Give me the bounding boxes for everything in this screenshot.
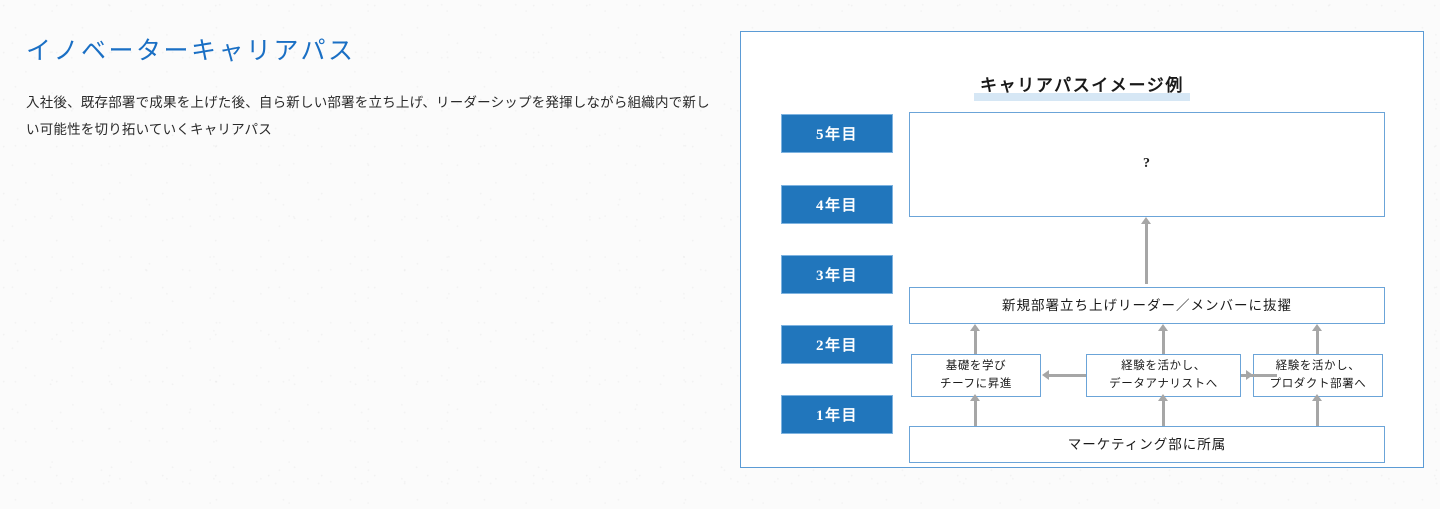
box-future-open: ?: [909, 112, 1385, 217]
year-chip-4: 4年目: [781, 185, 893, 224]
box-year3-promotion: 新規部署立ち上げリーダー／メンバーに抜擢: [909, 287, 1385, 324]
box-year2-data-analyst-line1: 経験を活かし、: [1121, 360, 1206, 373]
box-year2-product-dept-line2: プロダクト部署へ: [1269, 377, 1367, 390]
arrow-head-y1-to-y2mid: [1158, 394, 1168, 401]
arrow-line-y2right-to-y3: [1316, 331, 1319, 356]
year-chip-2: 2年目: [781, 325, 893, 364]
arrow-line-year3-to-future: [1145, 224, 1148, 284]
arrow-line-mid-to-left: [1049, 374, 1086, 377]
box-year1-marketing: マーケティング部に所属: [909, 426, 1385, 463]
box-year2-product-dept-line1: 経験を活かし、: [1275, 360, 1361, 373]
arrow-head-y1-to-y2left: [970, 394, 980, 401]
arrow-head-y2right-to-y3: [1312, 324, 1322, 331]
arrow-head-mid-to-right: [1246, 370, 1253, 380]
year-chip-5: 5年目: [781, 114, 893, 153]
diagram-title: キャリアパスイメージ例: [974, 71, 1190, 101]
arrow-head-y2left-to-y3: [970, 324, 980, 331]
box-year2-data-analyst-line2: データアナリストへ: [1109, 377, 1218, 390]
arrow-line-y1-to-y2left: [974, 400, 977, 426]
year-chip-3: 3年目: [781, 255, 893, 294]
career-path-diagram-panel: キャリアパスイメージ例 5年目 4年目 3年目 2年目 1年目 ? 新規部署立ち…: [740, 31, 1424, 468]
future-question-mark: ?: [1143, 156, 1151, 172]
arrow-line-y1-to-y2right: [1316, 400, 1319, 426]
page-title: イノベーターキャリアパス: [26, 38, 356, 65]
intro-section: イノベーターキャリアパス 入社後、既存部署で成果を上げた後、自ら新しい部署を立ち…: [26, 36, 716, 143]
box-year2-chief-line2: チーフに昇進: [940, 377, 1012, 390]
diagram-chart-area: 5年目 4年目 3年目 2年目 1年目 ? 新規部署立ち上げリーダー／メンバーに…: [741, 32, 1425, 469]
arrow-line-y2left-to-y3: [974, 331, 977, 356]
diagram-title-text: キャリアパスイメージ例: [980, 76, 1184, 95]
year-chip-1: 1年目: [781, 395, 893, 434]
arrow-head-y1-to-y2right: [1312, 394, 1322, 401]
box-year2-chief-line1: 基礎を学び: [945, 360, 1007, 373]
arrow-line-y1-to-y2mid: [1162, 400, 1165, 426]
box-year2-data-analyst: 経験を活かし、 データアナリストへ: [1086, 354, 1241, 397]
arrow-line-y2mid-to-y3: [1162, 331, 1165, 356]
arrow-head-mid-to-left: [1042, 370, 1049, 380]
diagram-title-container: キャリアパスイメージ例: [741, 71, 1423, 101]
arrow-line-mid-to-right: [1241, 374, 1277, 377]
box-year2-chief: 基礎を学び チーフに昇進: [911, 354, 1041, 397]
page-description: 入社後、既存部署で成果を上げた後、自ら新しい部署を立ち上げ、リーダーシップを発揮…: [26, 95, 710, 138]
arrow-head-y2mid-to-y3: [1158, 324, 1168, 331]
arrow-head-year3-to-future: [1141, 217, 1151, 224]
